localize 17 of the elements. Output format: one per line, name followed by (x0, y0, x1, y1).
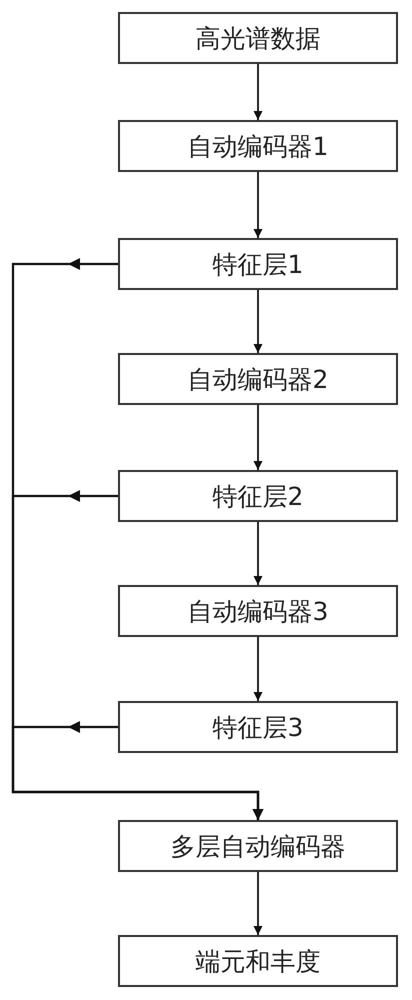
process-box: 多层自动编码器 (118, 820, 398, 872)
arrow (12, 721, 264, 820)
arrow (254, 637, 262, 701)
arrow (254, 64, 262, 120)
arrow (254, 290, 262, 353)
process-box: 自动编码器2 (118, 353, 398, 405)
process-box: 特征层1 (118, 238, 398, 290)
arrow (254, 172, 262, 238)
process-box: 自动编码器1 (118, 120, 398, 172)
arrow (254, 872, 262, 935)
process-box: 端元和丰度 (118, 935, 398, 987)
arrow (254, 405, 262, 470)
process-box: 自动编码器3 (118, 585, 398, 637)
process-box: 特征层3 (118, 701, 398, 753)
process-box: 高光谱数据 (118, 12, 398, 64)
process-box: 特征层2 (118, 470, 398, 522)
arrow (254, 522, 262, 585)
